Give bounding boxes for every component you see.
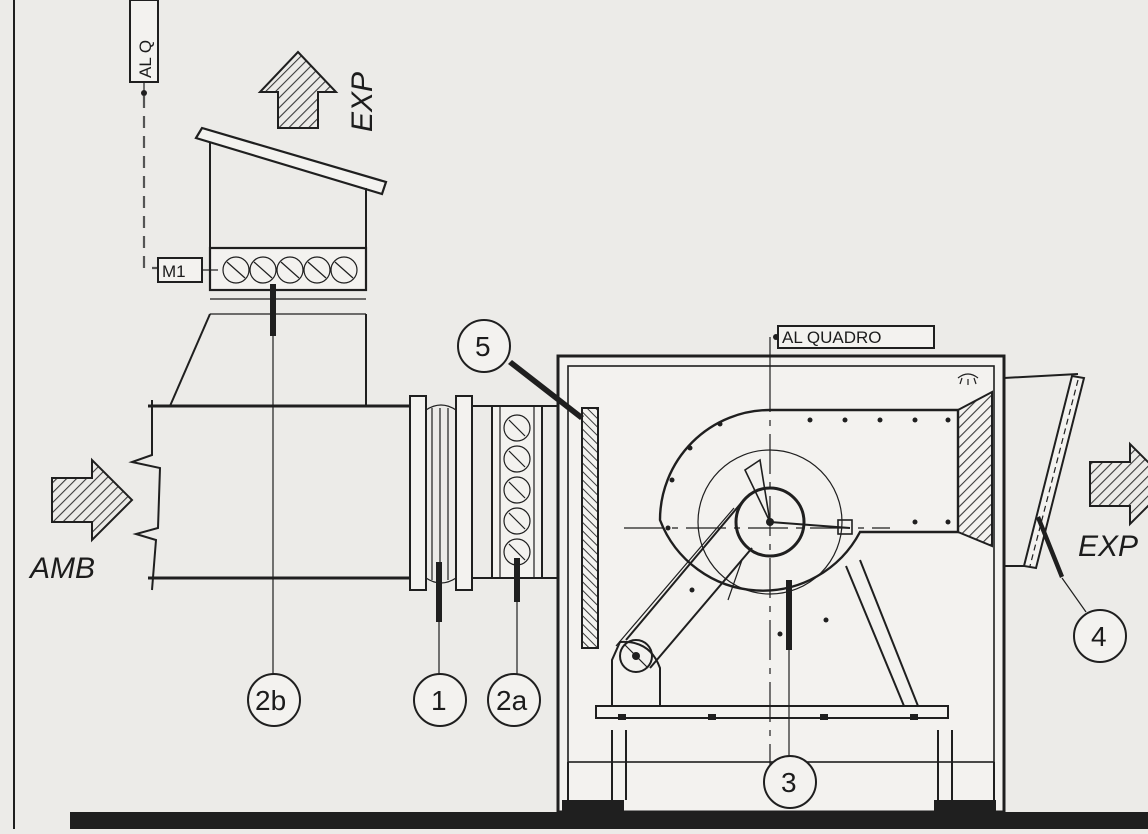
exhaust-damper-blades	[222, 256, 358, 284]
svg-text:AL QUADRO: AL QUADRO	[782, 328, 882, 347]
callout-2a: 2a	[487, 673, 541, 727]
leader-lines	[270, 284, 1087, 758]
svg-text:1: 1	[431, 685, 447, 716]
floor-slab	[70, 812, 1148, 829]
exp-right-label: EXP	[1078, 530, 1138, 563]
fan-cabinet	[556, 354, 1006, 814]
motor-m1: M1	[157, 257, 218, 283]
ambient-intake-arrow	[51, 457, 134, 543]
svg-text:M1: M1	[162, 262, 186, 281]
svg-text:4: 4	[1091, 621, 1107, 652]
svg-text:3: 3	[781, 767, 797, 798]
exhaust-arrow-up	[257, 50, 339, 129]
al-q-tag-top: AL Q	[129, 0, 159, 96]
motor-belt-drive	[611, 501, 753, 707]
svg-text:2b: 2b	[255, 685, 286, 716]
intake-damper	[472, 405, 560, 579]
exhaust-hood	[169, 126, 388, 407]
control-dashed-line	[142, 96, 158, 270]
callout-2b: 2b	[247, 673, 301, 727]
callout-1: 1	[413, 673, 467, 727]
centrifugal-fan	[624, 372, 993, 788]
svg-text:5: 5	[475, 331, 491, 362]
filter-section	[409, 395, 473, 591]
intake-duct	[128, 400, 418, 591]
outlet-louver	[1003, 373, 1086, 570]
callout-5: 5	[457, 319, 511, 373]
svg-text:AL Q: AL Q	[136, 40, 155, 78]
exp-top-label: EXP	[346, 72, 379, 132]
amb-label: AMB	[28, 552, 95, 585]
al-quadro-tag: AL QUADRO	[769, 325, 935, 372]
svg-text:2a: 2a	[496, 685, 528, 716]
callout-3: 3	[763, 755, 817, 809]
exhaust-arrow-right	[1089, 441, 1148, 527]
callout-4: 4	[1073, 609, 1127, 663]
